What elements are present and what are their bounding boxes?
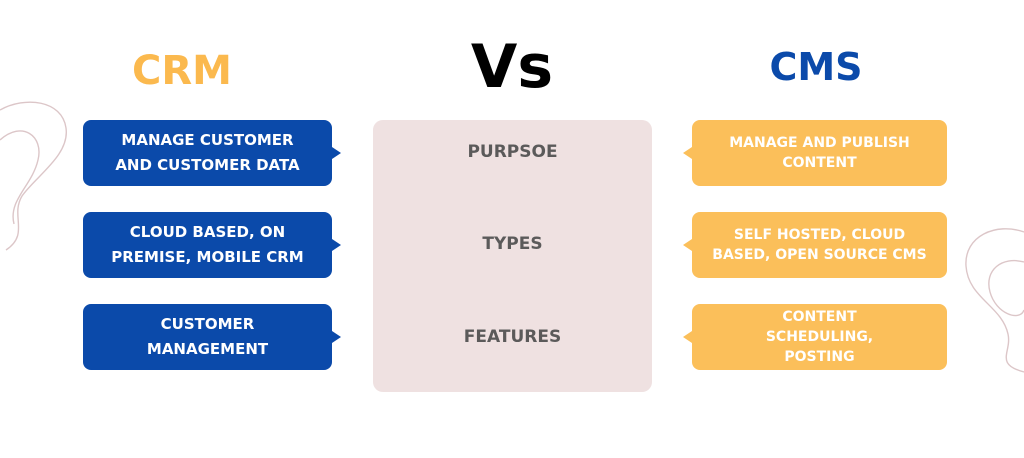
- cms-types-line-2: BASED, OPEN SOURCE CMS: [712, 247, 927, 263]
- cms-purpose-box: MANAGE AND PUBLISH CONTENT: [683, 120, 947, 186]
- cms-purpose-line-1: MANAGE AND PUBLISH: [729, 135, 910, 151]
- criterion-types: TYPES: [482, 234, 543, 254]
- cms-features-line-3: POSTING: [784, 349, 855, 365]
- crm-heading: CRM: [132, 48, 232, 94]
- crm-features-line-2: MANAGEMENT: [146, 340, 269, 358]
- cms-purpose-line-2: CONTENT: [782, 155, 857, 171]
- cms-types-line-1: SELF HOSTED, CLOUD: [733, 227, 906, 243]
- right-decorative-swirl: [965, 228, 1024, 373]
- left-decorative-swirl: [0, 101, 67, 251]
- crm-types-box: CLOUD BASED, ON PREMISE, MOBILE CRM: [83, 212, 341, 278]
- cms-features-line-2: SCHEDULING,: [765, 329, 874, 345]
- criterion-purpose: PURPSOE: [467, 142, 558, 162]
- vs-heading: Vs: [470, 32, 554, 102]
- cms-features-box: CONTENT SCHEDULING, POSTING: [683, 304, 947, 370]
- criterion-features: FEATURES: [463, 327, 562, 347]
- crm-features-line-1: CUSTOMER: [160, 315, 255, 333]
- crm-types-line-2: PREMISE, MOBILE CRM: [111, 248, 304, 266]
- cms-types-box: SELF HOSTED, CLOUD BASED, OPEN SOURCE CM…: [683, 212, 947, 278]
- cms-features-line-1: CONTENT: [782, 309, 857, 325]
- crm-types-line-1: CLOUD BASED, ON: [129, 223, 286, 241]
- crm-purpose-box: MANAGE CUSTOMER AND CUSTOMER DATA: [83, 120, 341, 186]
- crm-purpose-line-2: AND CUSTOMER DATA: [115, 156, 300, 174]
- comparison-criteria-panel: PURPSOE TYPES FEATURES: [373, 120, 652, 392]
- crm-purpose-line-1: MANAGE CUSTOMER: [121, 131, 294, 149]
- cms-heading: CMS: [769, 45, 863, 89]
- crm-features-box: CUSTOMER MANAGEMENT: [83, 304, 341, 370]
